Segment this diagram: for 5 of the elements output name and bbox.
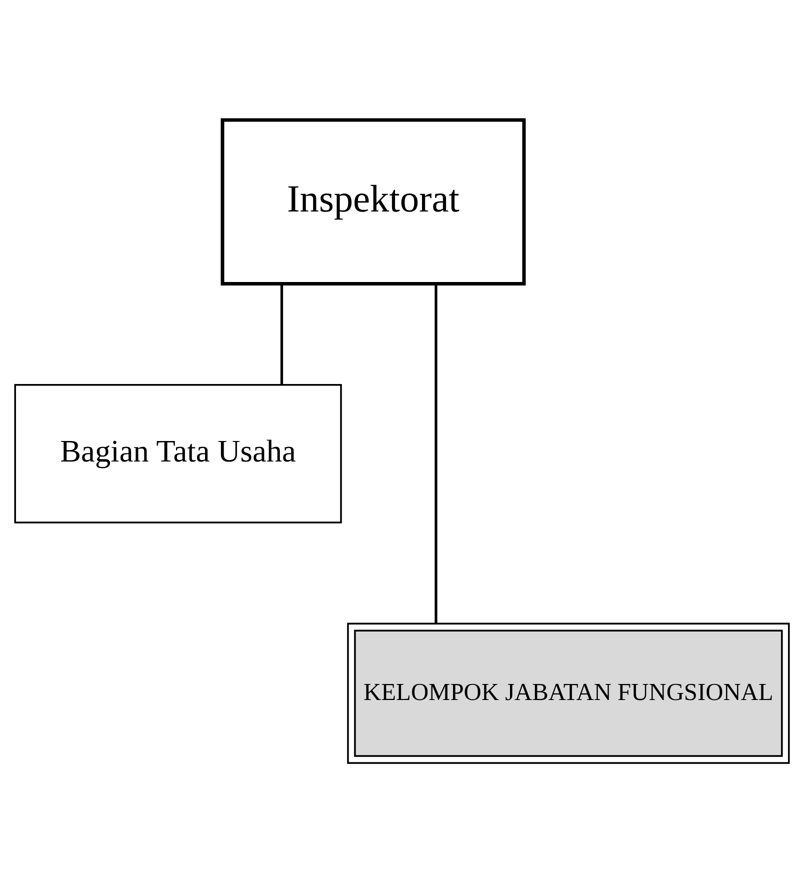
node-box: Inspektorat [220,118,526,286]
connector [280,284,284,384]
node-box: KELOMPOK JABATAN FUNGSIONAL [347,622,790,764]
node-box: Bagian Tata Usaha [14,383,342,523]
connector [434,284,438,624]
